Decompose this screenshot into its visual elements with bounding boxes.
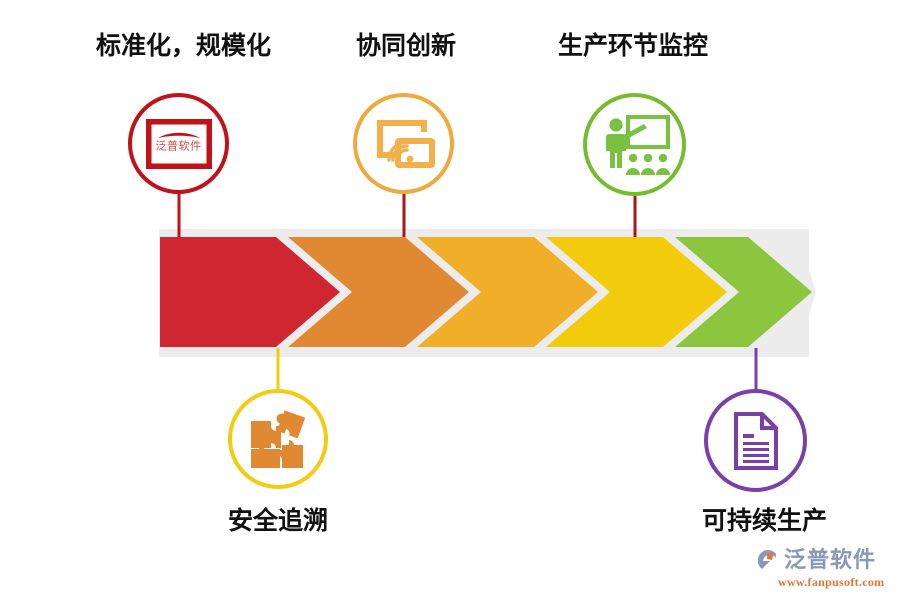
arrow-segment-4 xyxy=(546,237,727,347)
connector-lines xyxy=(177,190,758,392)
document-icon xyxy=(733,411,778,470)
node-circle-collaborative-innovation[interactable] xyxy=(353,93,454,194)
presenter-whiteboard-icon xyxy=(605,114,670,175)
node-label-safety-traceability: 安全追溯 xyxy=(228,507,329,535)
puzzle-pieces-icon xyxy=(251,410,306,468)
node-circle-sustainable-production[interactable] xyxy=(704,389,807,492)
framed-board-icon xyxy=(145,118,212,169)
arrow-segment-5 xyxy=(675,237,812,347)
brand-logo: 泛普软件 www.fanpusoft.com xyxy=(756,548,896,596)
arrow-segment-3 xyxy=(417,237,598,347)
wireless-screencast-icon xyxy=(376,119,435,168)
node-label-production-monitoring: 生产环节监控 xyxy=(558,32,709,60)
arrow-segment-1 xyxy=(160,237,340,347)
node-label-collaborative-innovation: 协同创新 xyxy=(356,32,457,60)
logo-company-name: 泛普软件 xyxy=(784,547,877,572)
node-circle-safety-traceability[interactable] xyxy=(228,389,328,489)
node-label-sustainable-production: 可持续生产 xyxy=(702,507,828,535)
node-circle-production-monitoring[interactable] xyxy=(583,93,686,196)
fanpu-logo-mark xyxy=(757,550,776,569)
logo-website-url: www.fanpusoft.com xyxy=(778,575,885,589)
node-circle-standardization[interactable]: 泛普软件 xyxy=(128,93,229,194)
node-label-standardization: 标准化，规模化 xyxy=(96,32,272,60)
arrow-segment-2 xyxy=(288,237,469,347)
